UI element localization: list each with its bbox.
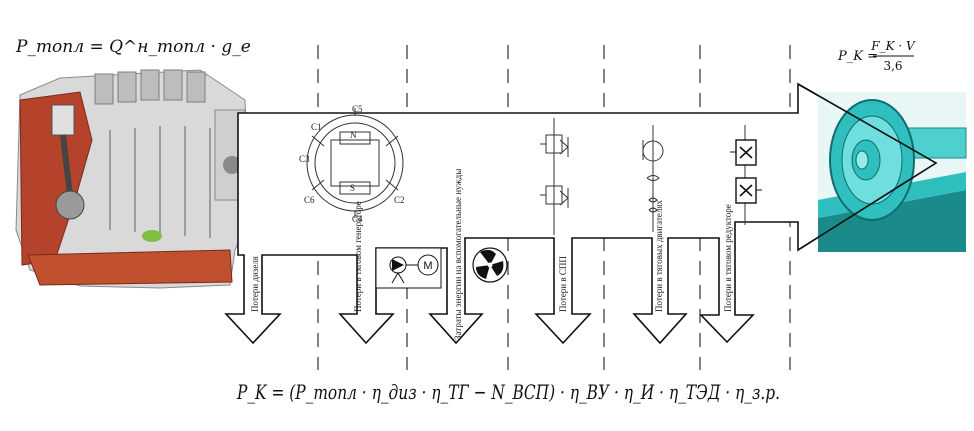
diesel-engine-image — [15, 69, 251, 289]
auxiliary-drive-symbol: M — [375, 247, 442, 289]
loss-label-generator: Потери в тяговом генераторе — [353, 201, 363, 312]
traction-motor-schematic — [642, 125, 664, 232]
main-equation: P_K = (P_топл · η_диз · η_ТГ − N_ВСП) · … — [236, 380, 780, 404]
loss-labels: Потери дизеля Потери в тяговом генератор… — [250, 169, 733, 340]
loss-label-traction-motors: Потери в тяговых двигателях — [654, 200, 664, 312]
main-equation-text: P_K = (P_топл · η_диз · η_ТГ − N_ВСП) · … — [236, 380, 780, 404]
fuel-power-formula: P_топл = Q^н_топл · g_e — [15, 37, 251, 57]
loss-label-diesel: Потери дизеля — [250, 256, 260, 312]
generator-label-s: S — [350, 183, 355, 193]
fuel-power-formula-text: P_топл = Q^н_топл · g_e — [15, 37, 251, 57]
loss-label-gearbox: Потери в тяговом редукторе — [723, 204, 733, 312]
gearbox-schematic — [730, 125, 762, 225]
generator-label-c1: C1 — [311, 122, 322, 132]
energy-flow-arrow — [224, 82, 938, 345]
wheel-power-denominator: 3,6 — [883, 59, 902, 73]
loss-label-converter: Потери в СПП — [558, 256, 568, 312]
generator-label-c4: C4 — [352, 214, 363, 224]
generator-label-n: N — [350, 130, 357, 140]
wheel-power-formula: P_K = F_K · V 3,6 — [837, 39, 916, 73]
wheel-power-numerator: F_K · V — [870, 39, 916, 53]
wheel-image — [818, 92, 967, 252]
converter-schematic — [540, 118, 569, 235]
fan-icon — [472, 247, 508, 283]
loss-label-auxiliary: Затраты энергии на вспомогательные нужды — [453, 169, 463, 340]
motor-label: M — [423, 260, 432, 272]
wheel-power-lhs: P_K = — [837, 49, 878, 64]
generator-label-c3: C3 — [299, 154, 310, 164]
traction-generator-schematic — [306, 108, 404, 218]
energy-flow-arrowhead — [797, 83, 938, 251]
generator-label-c5: C5 — [352, 104, 363, 114]
stage-dividers — [317, 45, 791, 370]
generator-label-c6: C6 — [304, 195, 315, 205]
generator-labels: N S C1 C2 C3 C4 C5 C6 — [299, 104, 405, 224]
generator-label-c2: C2 — [394, 195, 405, 205]
